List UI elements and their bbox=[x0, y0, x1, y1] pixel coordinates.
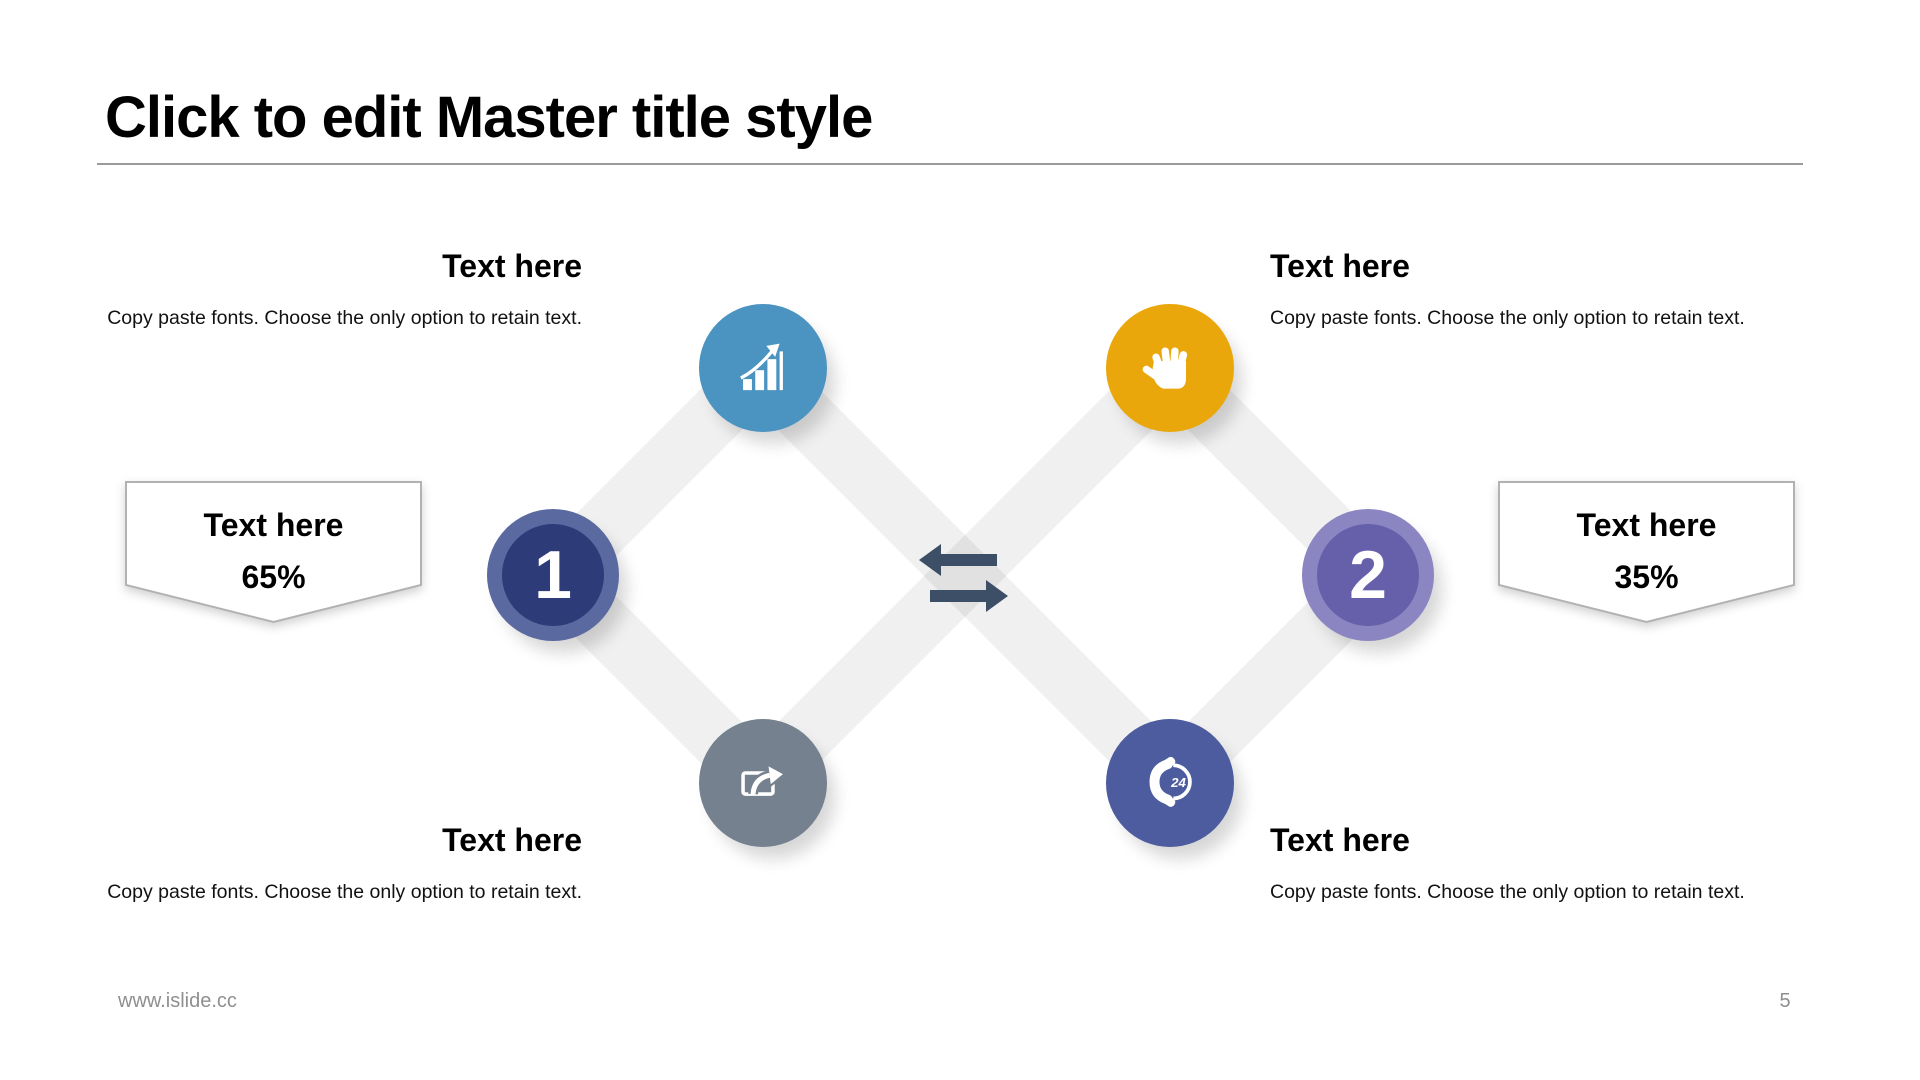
footer-website-link[interactable]: www.islide.cc bbox=[118, 990, 237, 1012]
phone-24h-icon: 24 bbox=[1149, 756, 1192, 807]
block-body: Copy paste fonts. Choose the only option… bbox=[107, 307, 582, 329]
badge-label: Text here bbox=[1576, 507, 1717, 543]
percent-badge-right[interactable]: Text here 35% bbox=[1498, 481, 1795, 626]
banner-shape bbox=[125, 481, 422, 624]
block-body: Copy paste fonts. Choose the only option… bbox=[1270, 881, 1745, 903]
title-divider bbox=[97, 163, 1803, 165]
block-body: Copy paste fonts. Choose the only option… bbox=[1270, 307, 1745, 329]
text-block-bottom-left[interactable]: Text here Copy paste fonts. Choose the o… bbox=[62, 822, 582, 904]
badge-percentage: 35% bbox=[1614, 559, 1679, 595]
block-heading: Text here bbox=[442, 248, 582, 284]
step-number-1: 1 bbox=[502, 524, 604, 626]
text-block-bottom-right[interactable]: Text here Copy paste fonts. Choose the o… bbox=[1270, 822, 1790, 904]
block-heading: Text here bbox=[442, 822, 582, 858]
step-circle-2[interactable]: 2 bbox=[1302, 509, 1434, 641]
step-number-2: 2 bbox=[1317, 524, 1419, 626]
bar-chart-growth-icon bbox=[740, 343, 783, 391]
percent-badge-left[interactable]: Text here 65% bbox=[125, 481, 422, 626]
block-body: Copy paste fonts. Choose the only option… bbox=[107, 881, 582, 903]
share-export-icon bbox=[741, 763, 788, 796]
node-circle-share[interactable] bbox=[699, 719, 827, 847]
text-block-top-right[interactable]: Text here Copy paste fonts. Choose the o… bbox=[1270, 248, 1790, 330]
banner-shape bbox=[1498, 481, 1795, 624]
node-circle-chart[interactable] bbox=[699, 304, 827, 432]
node-circle-hand[interactable] bbox=[1106, 304, 1234, 432]
block-heading: Text here bbox=[1270, 822, 1410, 858]
page-title[interactable]: Click to edit Master title style bbox=[105, 85, 873, 150]
page-number: 5 bbox=[1779, 990, 1791, 1012]
text-block-top-left[interactable]: Text here Copy paste fonts. Choose the o… bbox=[62, 248, 582, 330]
svg-text:24: 24 bbox=[1170, 775, 1186, 790]
node-circle-phone24[interactable]: 24 bbox=[1106, 719, 1234, 847]
block-heading: Text here bbox=[1270, 248, 1410, 284]
badge-label: Text here bbox=[203, 507, 344, 543]
badge-percentage: 65% bbox=[241, 559, 306, 595]
step-circle-1[interactable]: 1 bbox=[487, 509, 619, 641]
exchange-arrows-icon bbox=[919, 544, 1008, 612]
open-hand-icon bbox=[1142, 347, 1188, 389]
